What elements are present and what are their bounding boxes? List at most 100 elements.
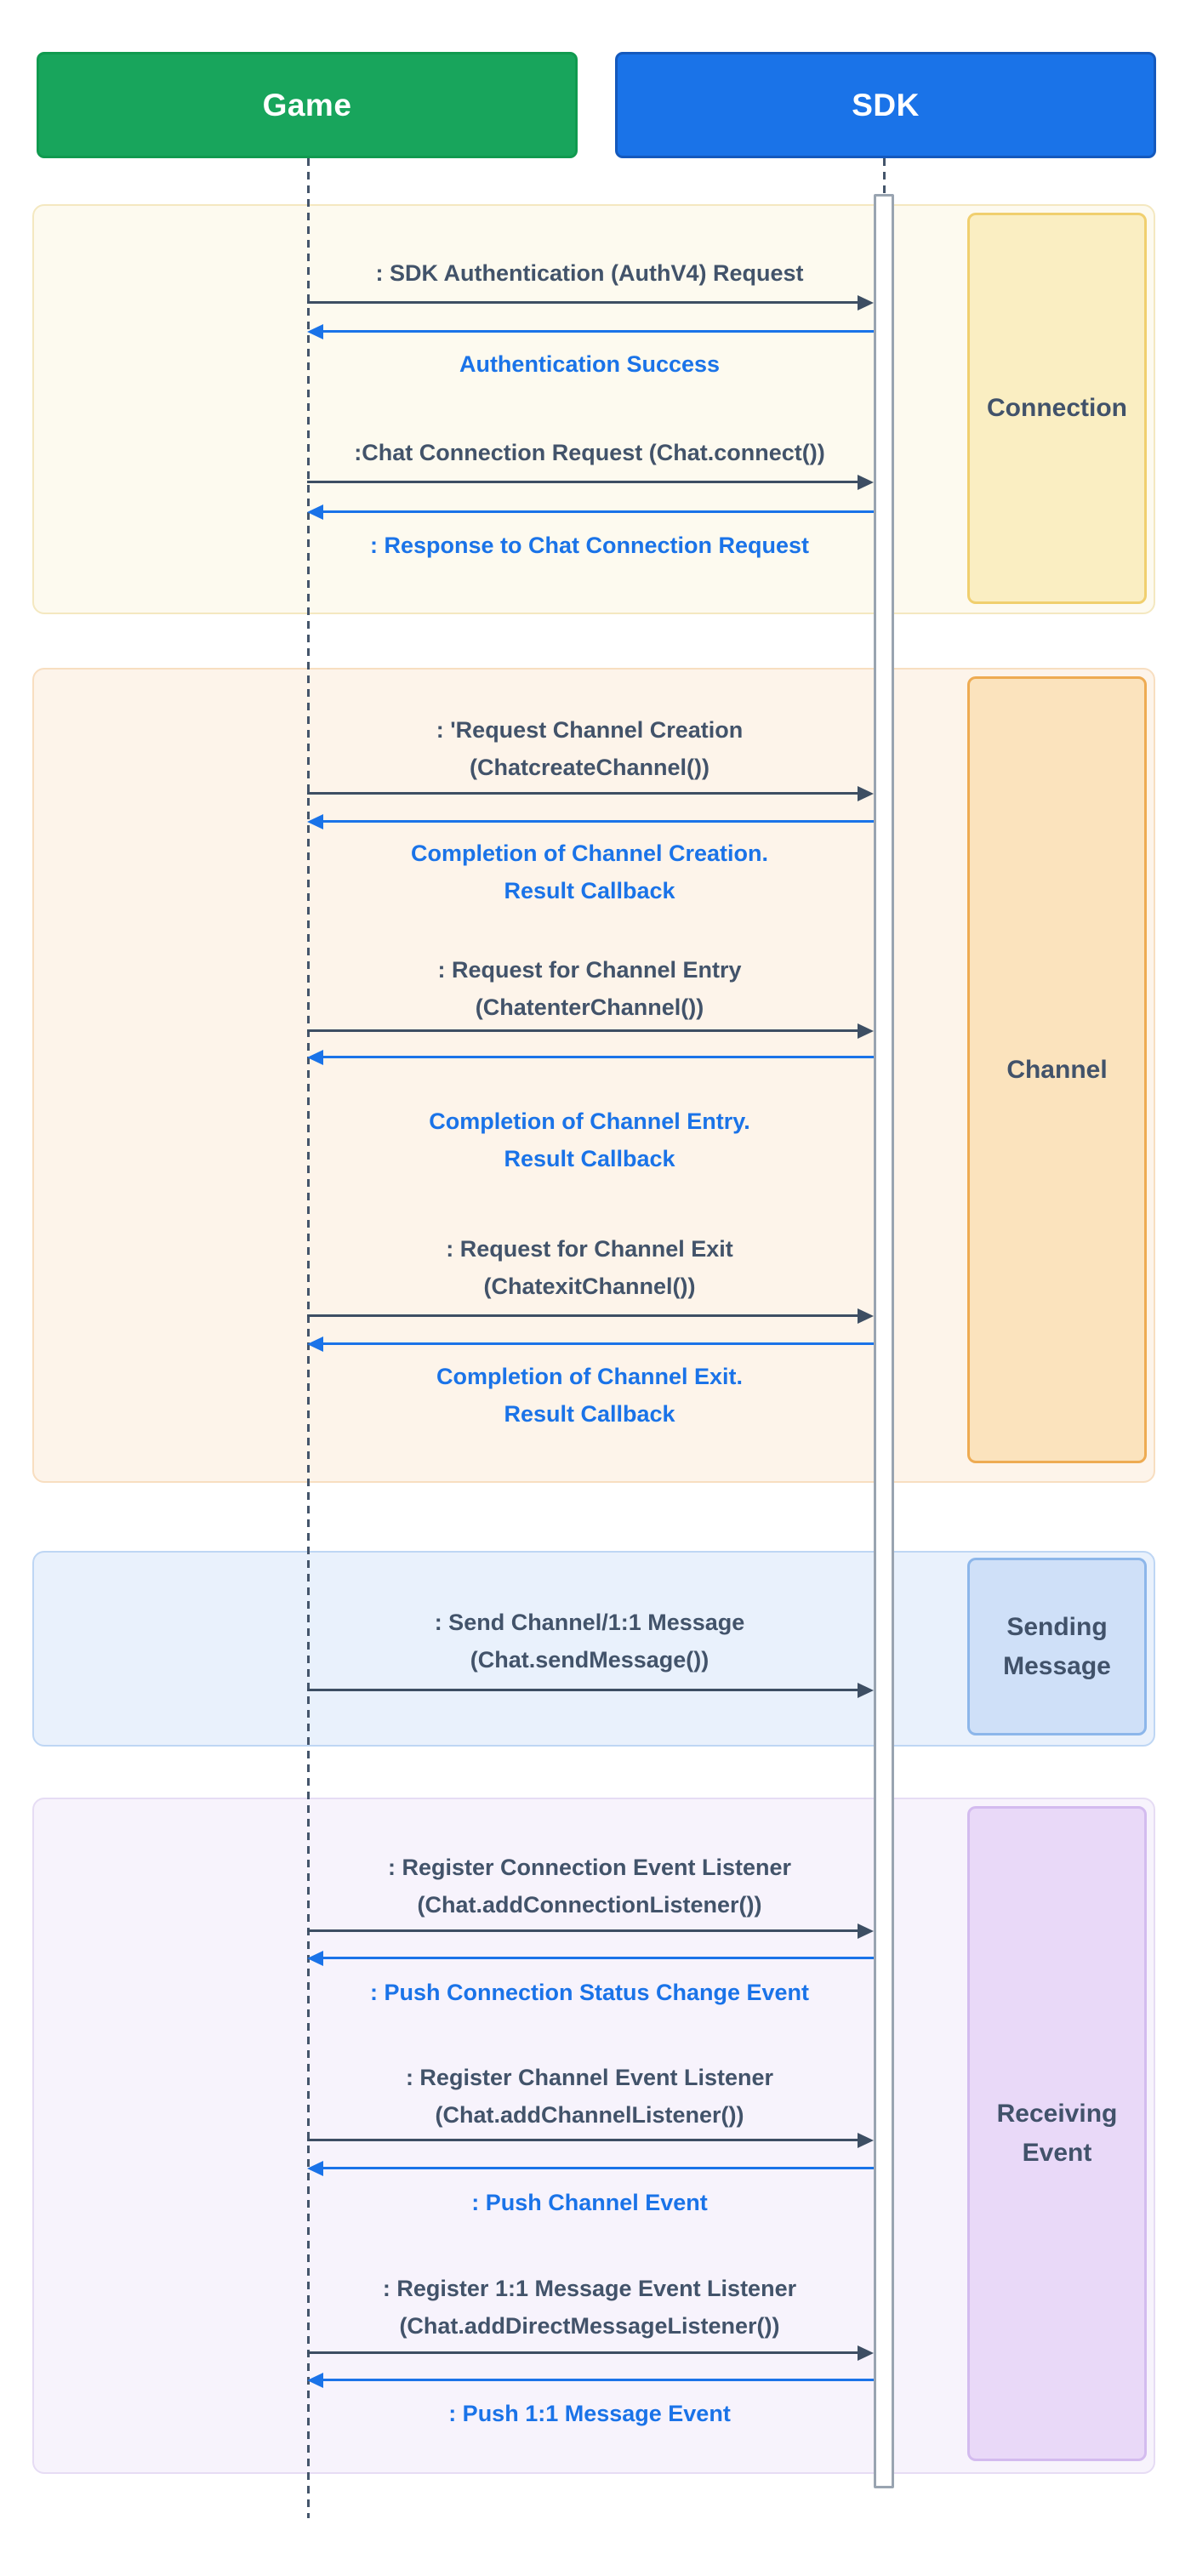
message-line: : Register Connection Event Listener: [387, 1855, 792, 1880]
message-line: : Register Channel Event Listener: [405, 2065, 774, 2090]
arrow-line: [307, 1314, 861, 1317]
message-line: : Push Connection Status Change Event: [369, 1980, 810, 2005]
arrowhead-left-icon: [307, 814, 323, 829]
message-text: : Push 1:1 Message Event: [322, 2395, 858, 2432]
message-line: (ChatexitChannel()): [483, 1274, 696, 1299]
arrow-line: [307, 1689, 861, 1691]
message-line: (ChatcreateChannel()): [469, 755, 710, 780]
message-text: : Push Connection Status Change Event: [322, 1974, 858, 2011]
arrowhead-left-icon: [307, 1336, 323, 1352]
arrow-line: [320, 2167, 874, 2169]
message-line: : Send Channel/1:1 Message: [434, 1610, 745, 1635]
arrowhead-right-icon: [858, 1308, 874, 1324]
message-line: Result Callback: [504, 878, 675, 903]
request-arrow: [307, 1683, 874, 1698]
message-text: : Response to Chat Connection Request: [322, 527, 858, 564]
request-arrow: [307, 1923, 874, 1939]
message-line: (Chat.addDirectMessageListener()): [399, 2313, 780, 2339]
request-arrow: [307, 1023, 874, 1039]
arrowhead-right-icon: [858, 1923, 874, 1939]
response-arrow: [307, 1951, 874, 1966]
arrow-line: [320, 1056, 874, 1058]
message-text: : Register Channel Event Listener (Chat.…: [322, 2059, 858, 2134]
message-text: : Register Connection Event Listener (Ch…: [322, 1849, 858, 1923]
arrow-line: [320, 820, 874, 823]
actor-game-label: Game: [262, 87, 352, 123]
request-arrow: [307, 475, 874, 490]
section-label-text: Connection: [987, 394, 1127, 422]
message-text: : Push Channel Event: [322, 2184, 858, 2221]
request-arrow: [307, 295, 874, 311]
arrow-line: [320, 330, 874, 333]
actor-game: Game: [37, 52, 578, 158]
message-line: Authentication Success: [459, 351, 721, 377]
section-label-connection: Connection: [967, 213, 1147, 604]
response-arrow: [307, 814, 874, 829]
message-line: : 'Request Channel Creation: [436, 717, 744, 743]
arrowhead-right-icon: [858, 2133, 874, 2148]
arrowhead-left-icon: [307, 504, 323, 520]
message-line: Completion of Channel Creation.: [410, 841, 768, 866]
arrow-line: [307, 792, 861, 795]
arrowhead-left-icon: [307, 1951, 323, 1966]
arrowhead-right-icon: [858, 2345, 874, 2361]
section-label-text: Receiving Event: [996, 2100, 1118, 2167]
message-text: : Send Channel/1:1 Message (Chat.sendMes…: [322, 1604, 858, 1678]
arrow-line: [307, 2351, 861, 2354]
message-line: Completion of Channel Exit.: [436, 1364, 743, 1389]
response-arrow: [307, 2373, 874, 2388]
request-arrow: [307, 2133, 874, 2148]
arrowhead-left-icon: [307, 324, 323, 339]
response-arrow: [307, 2161, 874, 2176]
message-line: Result Callback: [504, 1146, 675, 1171]
arrowhead-right-icon: [858, 786, 874, 801]
arrowhead-left-icon: [307, 2373, 323, 2388]
arrow-line: [320, 2379, 874, 2381]
message-line: : SDK Authentication (AuthV4) Request: [375, 260, 804, 286]
arrow-line: [320, 1957, 874, 1959]
request-arrow: [307, 2345, 874, 2361]
section-label-channel: Channel: [967, 676, 1147, 1463]
message-text: Authentication Success: [322, 345, 858, 383]
message-text: : Request for Channel Entry (ChatenterCh…: [322, 951, 858, 1026]
arrowhead-right-icon: [858, 295, 874, 311]
actor-sdk: SDK: [615, 52, 1156, 158]
arrowhead-left-icon: [307, 1050, 323, 1065]
arrowhead-left-icon: [307, 2161, 323, 2176]
message-line: Result Callback: [504, 1401, 675, 1427]
arrow-line: [307, 1929, 861, 1932]
message-text: : Register 1:1 Message Event Listener (C…: [322, 2270, 858, 2345]
arrow-line: [307, 1029, 861, 1032]
arrow-line: [307, 481, 861, 483]
message-text: : 'Request Channel Creation (ChatcreateC…: [322, 711, 858, 786]
actor-sdk-label: SDK: [852, 87, 920, 123]
message-line: : Request for Channel Entry: [437, 957, 742, 983]
sdk-lifeline: [883, 158, 886, 196]
response-arrow: [307, 1336, 874, 1352]
arrow-line: [307, 2139, 861, 2141]
message-line: (Chat.sendMessage()): [470, 1647, 709, 1673]
section-label-text: Channel: [1006, 1055, 1108, 1084]
message-line: (ChatenterChannel()): [475, 994, 704, 1020]
message-line: : Push Channel Event: [471, 2190, 708, 2215]
arrowhead-right-icon: [858, 1683, 874, 1698]
section-label-sending-message: Sending Message: [967, 1558, 1147, 1735]
message-text: : SDK Authentication (AuthV4) Request: [322, 254, 858, 292]
request-arrow: [307, 786, 874, 801]
sdk-activation-bar: [874, 194, 894, 2488]
arrowhead-right-icon: [858, 475, 874, 490]
message-line: : Push 1:1 Message Event: [448, 2401, 731, 2426]
message-line: Completion of Channel Entry.: [429, 1108, 750, 1134]
message-line: : Request for Channel Exit: [446, 1236, 733, 1262]
message-line: (Chat.addConnectionListener()): [417, 1892, 762, 1918]
section-label-text: Sending Message: [1003, 1612, 1111, 1680]
response-arrow: [307, 1050, 874, 1065]
message-text: Completion of Channel Exit. Result Callb…: [322, 1358, 858, 1433]
message-text: : Request for Channel Exit (ChatexitChan…: [322, 1230, 858, 1305]
message-text: :Chat Connection Request (Chat.connect()…: [322, 434, 858, 471]
message-line: : Register 1:1 Message Event Listener: [382, 2276, 797, 2301]
arrowhead-right-icon: [858, 1023, 874, 1039]
arrow-line: [307, 301, 861, 304]
message-text: Completion of Channel Creation. Result C…: [322, 835, 858, 909]
